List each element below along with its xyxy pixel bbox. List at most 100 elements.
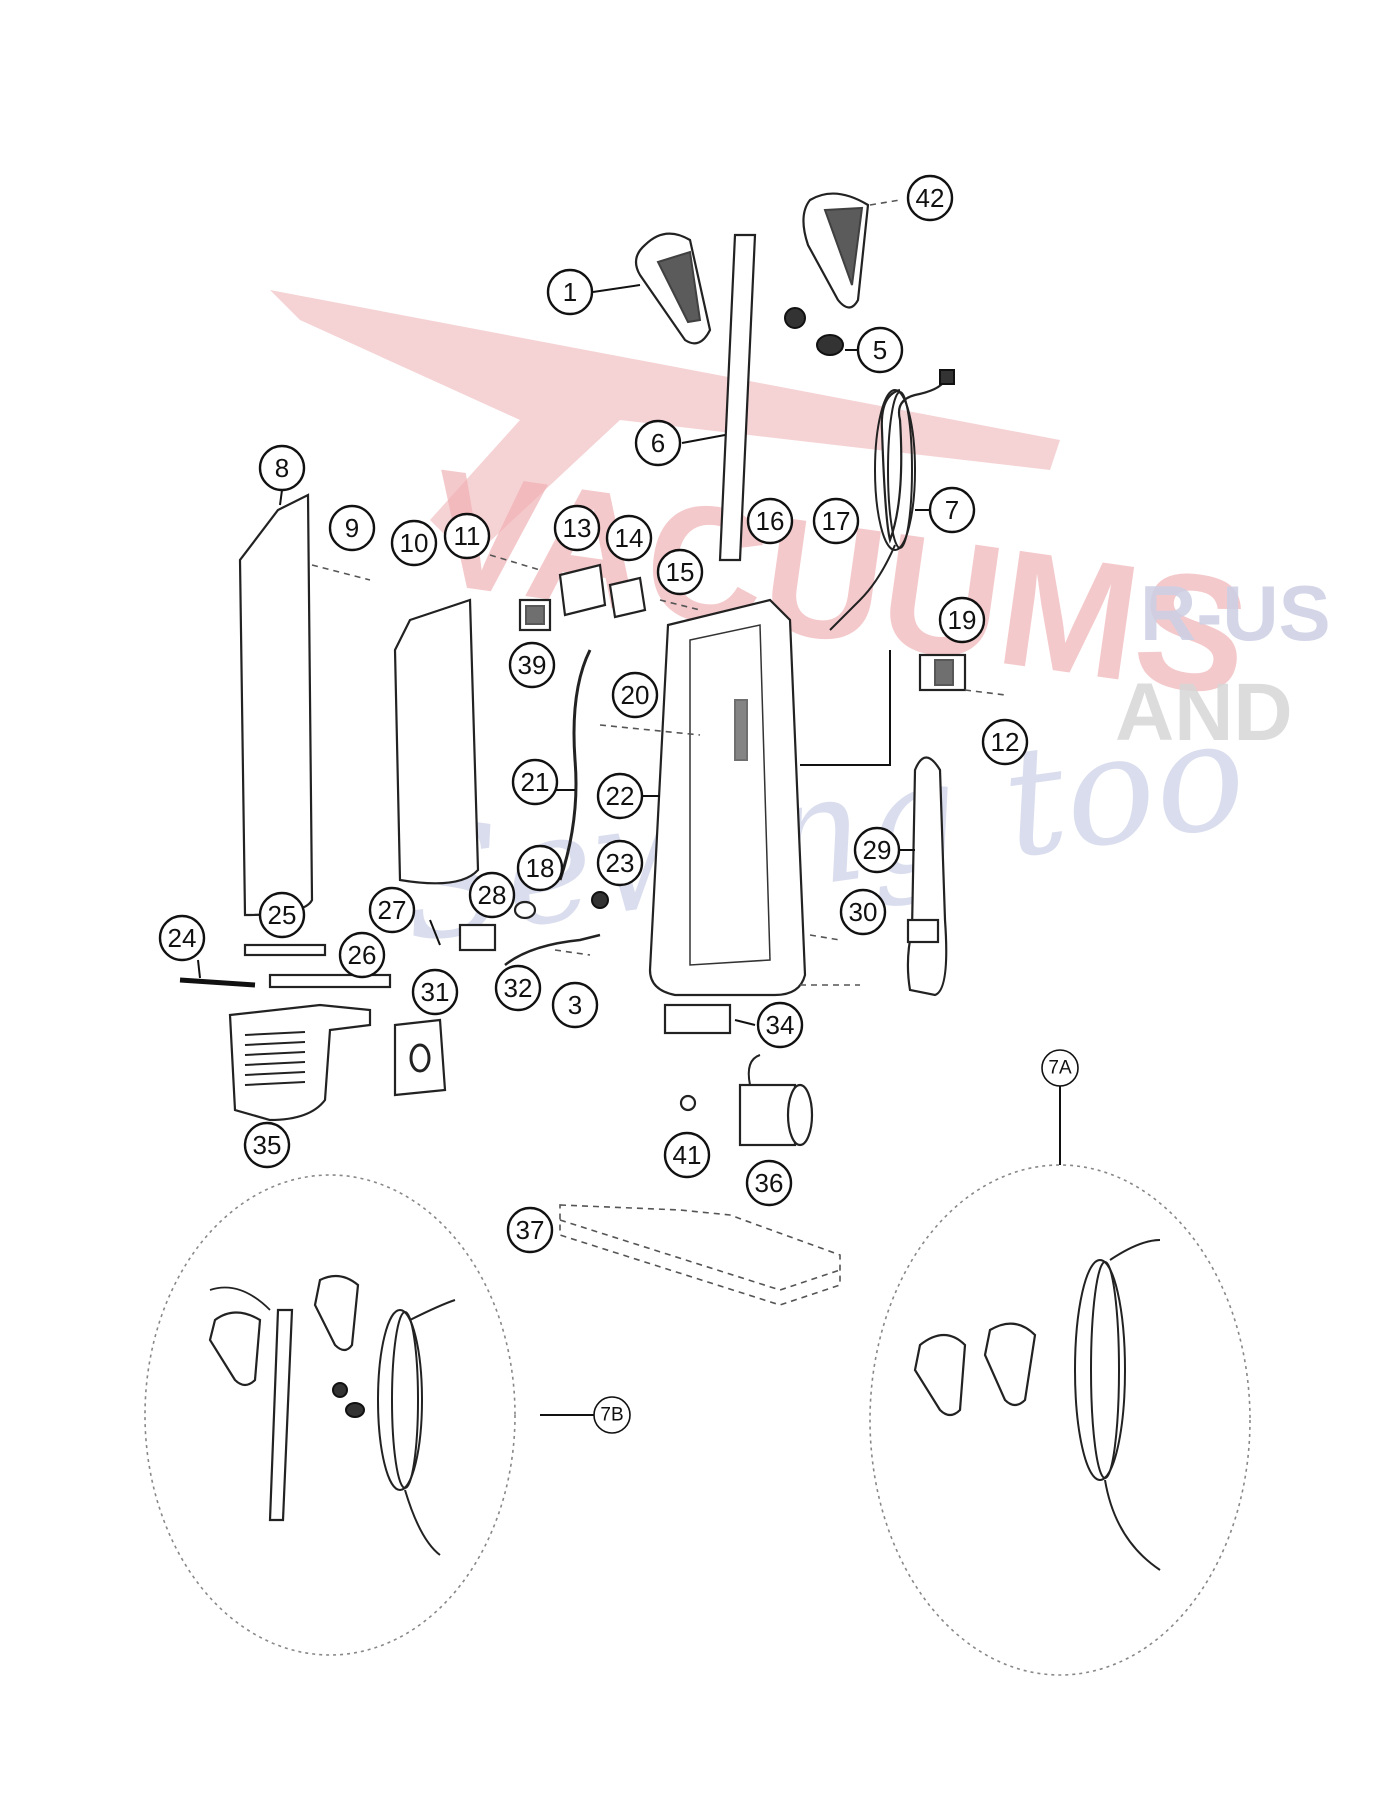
part-26-strip <box>268 973 392 989</box>
callout-8: 8 <box>258 444 306 492</box>
svg-text:30: 30 <box>849 897 878 927</box>
part-29-hose <box>906 756 948 997</box>
callout-31: 31 <box>411 968 459 1016</box>
part-19-bracket <box>918 653 967 692</box>
leader-lines <box>197 284 930 1026</box>
part-1-handle-grip <box>634 232 712 345</box>
callout-19: 19 <box>938 596 986 644</box>
svg-text:37: 37 <box>516 1215 545 1245</box>
svg-text:14: 14 <box>615 523 644 553</box>
svg-text:9: 9 <box>345 513 359 543</box>
part-5-switch <box>784 307 844 356</box>
watermark-sewing-too: Sewing too <box>391 686 1256 976</box>
svg-text:11: 11 <box>454 521 481 551</box>
part-37-nozzle <box>559 1204 841 1306</box>
svg-text:42: 42 <box>916 183 945 213</box>
part-35-filter-housing <box>228 1003 372 1122</box>
svg-text:28: 28 <box>478 880 507 910</box>
svg-text:3: 3 <box>568 990 582 1020</box>
svg-text:7A: 7A <box>1048 1058 1072 1079</box>
callout-39: 39 <box>508 641 556 689</box>
callout-37: 37 <box>506 1206 554 1254</box>
svg-text:39: 39 <box>518 650 547 680</box>
svg-text:27: 27 <box>378 895 407 925</box>
part-6-handle-tube <box>718 233 757 562</box>
callout-24: 24 <box>158 914 206 962</box>
callout-41: 41 <box>663 1131 711 1179</box>
watermark-rus: R-US <box>1140 569 1331 657</box>
part-32-wire <box>504 933 601 966</box>
callout-10: 10 <box>390 519 438 567</box>
svg-text:16: 16 <box>756 506 785 536</box>
svg-text:6: 6 <box>651 428 665 458</box>
svg-text:26: 26 <box>348 940 377 970</box>
part-13-plate <box>558 563 607 617</box>
part-22-main-body <box>648 598 807 997</box>
callout-7b: 7B <box>593 1396 631 1434</box>
svg-text:36: 36 <box>755 1168 784 1198</box>
svg-text:29: 29 <box>863 835 892 865</box>
svg-text:31: 31 <box>421 977 450 1007</box>
part-7-cord <box>829 369 955 631</box>
callout-27: 27 <box>368 886 416 934</box>
assembly-7a <box>869 1085 1251 1676</box>
part-36-motor <box>738 1054 814 1147</box>
callout-11: 11 <box>443 512 491 560</box>
callout-29: 29 <box>853 826 901 874</box>
callout-23: 23 <box>596 839 644 887</box>
callout-3: 3 <box>551 981 599 1029</box>
svg-text:5: 5 <box>873 335 887 365</box>
svg-text:1: 1 <box>563 277 577 307</box>
part-25-strip <box>243 943 327 957</box>
assembly-callouts: 7A 7B <box>593 1049 1079 1434</box>
callout-5: 5 <box>856 326 904 374</box>
callout-25: 25 <box>258 891 306 939</box>
callout-7a: 7A <box>1041 1049 1079 1087</box>
svg-text:20: 20 <box>621 680 650 710</box>
part-18-bushing <box>513 900 537 920</box>
callout-18: 18 <box>516 844 564 892</box>
callout-22: 22 <box>596 772 644 820</box>
part-24-rod <box>179 977 256 988</box>
svg-text:12: 12 <box>991 727 1020 757</box>
part-28-switch <box>458 923 497 952</box>
part-31-gasket <box>393 1018 447 1097</box>
callout-12: 12 <box>981 718 1029 766</box>
callout-30: 30 <box>839 888 887 936</box>
assembly-lines <box>489 554 1006 986</box>
callout-13: 13 <box>553 504 601 552</box>
svg-text:24: 24 <box>168 923 197 953</box>
part-34-latch <box>663 1003 732 1035</box>
callout-36: 36 <box>745 1159 793 1207</box>
callout-35: 35 <box>243 1121 291 1169</box>
callout-16: 16 <box>746 497 794 545</box>
callout-32: 32 <box>494 964 542 1012</box>
svg-text:17: 17 <box>822 506 851 536</box>
callout-28: 28 <box>468 871 516 919</box>
svg-text:34: 34 <box>766 1010 795 1040</box>
callouts: 1 42 5 6 7 8 9 10 11 13 14 15 16 17 39 1… <box>158 174 1029 1254</box>
callout-21: 21 <box>511 758 559 806</box>
part-21-wire <box>558 649 592 881</box>
svg-text:21: 21 <box>521 767 550 797</box>
callout-34: 34 <box>756 1001 804 1049</box>
svg-text:7: 7 <box>945 495 959 525</box>
svg-text:18: 18 <box>526 853 555 883</box>
callout-1: 1 <box>546 268 594 316</box>
callout-20: 20 <box>611 671 659 719</box>
svg-text:35: 35 <box>253 1130 282 1160</box>
svg-text:32: 32 <box>504 973 533 1003</box>
callout-42: 42 <box>906 174 954 222</box>
callout-26: 26 <box>338 931 386 979</box>
part-23-bushing <box>591 891 609 909</box>
svg-text:7B: 7B <box>600 1405 623 1426</box>
svg-text:15: 15 <box>666 557 695 587</box>
svg-text:8: 8 <box>275 453 289 483</box>
part-8-front-cover <box>238 493 371 917</box>
callout-15: 15 <box>656 548 704 596</box>
callout-7: 7 <box>928 486 976 534</box>
svg-text:10: 10 <box>400 528 429 558</box>
svg-text:25: 25 <box>268 900 297 930</box>
callout-9: 9 <box>328 504 376 552</box>
